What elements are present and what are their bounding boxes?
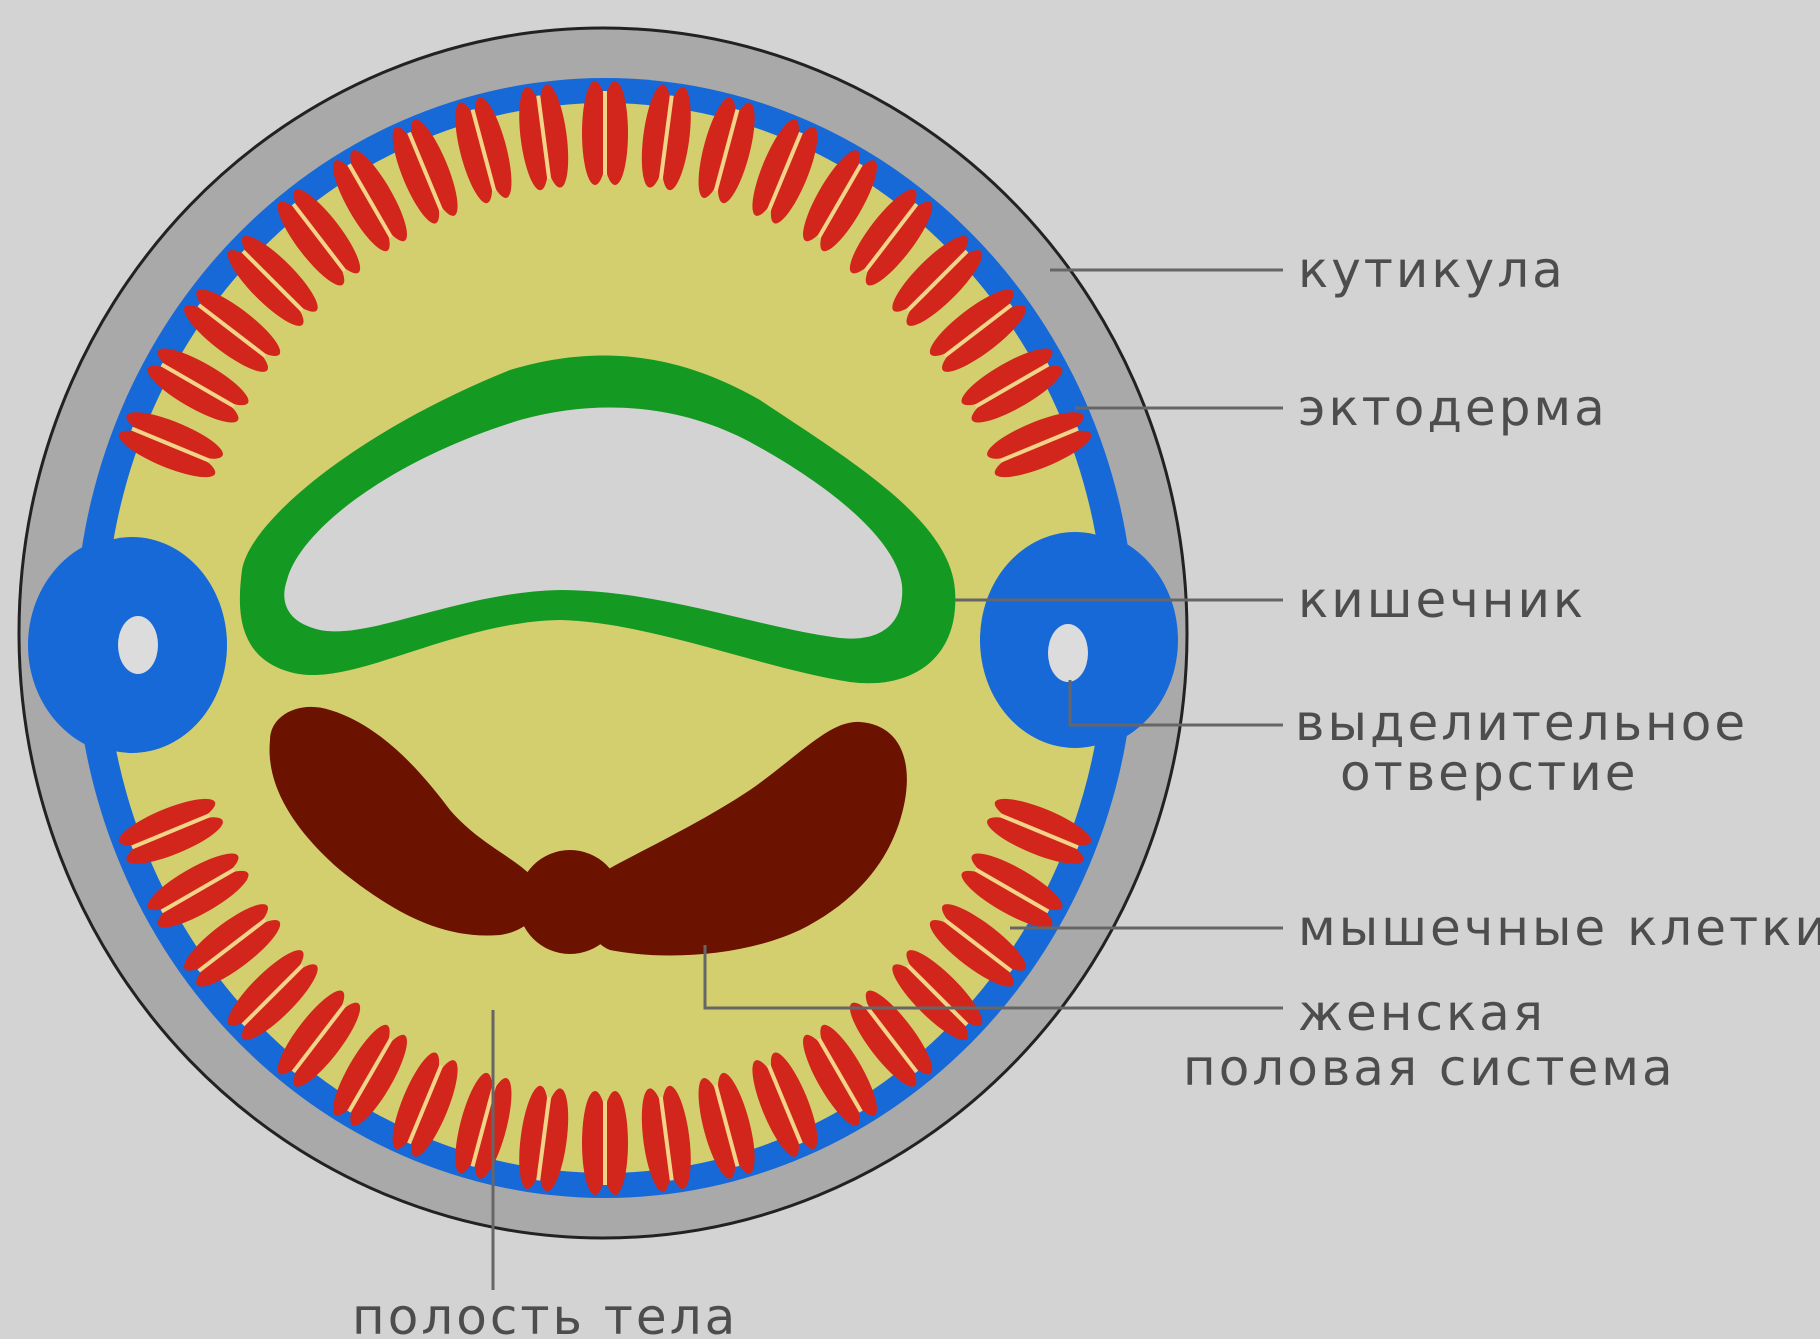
label-excretory-line2: отверстие xyxy=(1340,744,1639,802)
muscle-cell xyxy=(582,1091,628,1195)
label-intestine: кишечник xyxy=(1298,571,1586,629)
excretory-pore-right xyxy=(1048,624,1088,682)
reproductive-center xyxy=(518,850,622,954)
label-female-line2: половая система xyxy=(1183,1039,1676,1097)
label-cavity: полость тела xyxy=(352,1288,738,1339)
label-ectoderm: эктодерма xyxy=(1298,379,1608,437)
muscle-cell xyxy=(582,81,628,185)
label-muscle: мышечные клетки xyxy=(1298,899,1820,957)
label-cuticle: кутикула xyxy=(1298,241,1566,299)
excretory-pore-left xyxy=(118,616,158,674)
label-female-line1: женская xyxy=(1298,984,1546,1042)
